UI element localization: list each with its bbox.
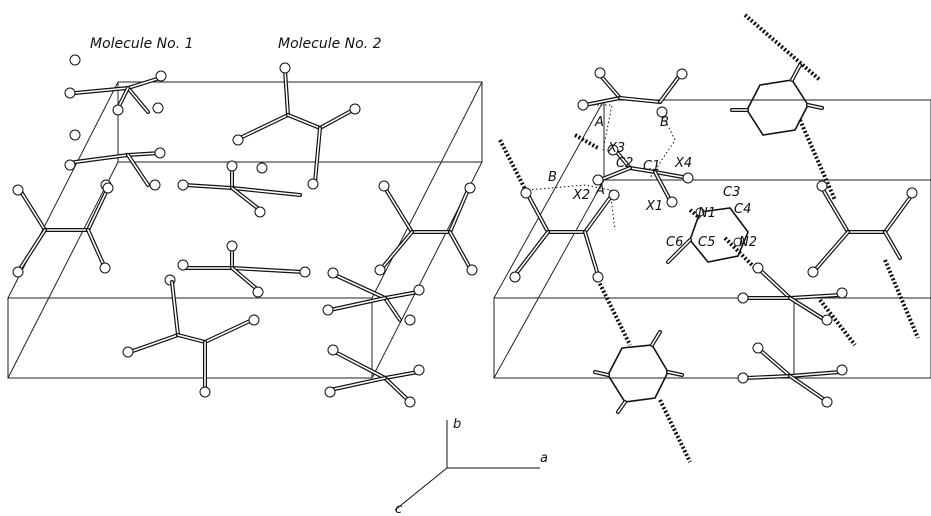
contact-a-lower [609,189,616,231]
chain-right-2 [883,259,920,339]
chain-bottom-1 [596,279,632,346]
right-ring-bottom [593,330,684,414]
left-molecule-d [232,62,361,190]
left-molecule-f [164,240,311,298]
right-molecule-r2 [737,262,848,326]
label-c6: C6 [666,235,683,250]
label-contact-b-left: B [548,170,557,185]
left-molecule-e [177,160,302,218]
label-contact-b-upper: B [660,115,669,130]
chain-center-3 [574,133,599,150]
left-molecule-i [322,267,425,326]
left-molecules [12,54,478,408]
label-c3: C3 [723,185,740,200]
central-ring [666,207,749,264]
label-n2: N2 [739,235,757,250]
left-molecule-g [122,280,260,398]
label-c1: C1 [643,159,660,174]
right-ring-top [730,63,824,136]
axis-a-label: a [540,451,548,466]
contact-labels: A A B B [548,115,669,198]
atom-labels: X3 C2 C1 X4 X2 X1 C3 C4 N1 C6 C5 N2 [572,141,757,250]
chain-right-1 [798,119,837,201]
central-molecule [592,144,694,208]
title-molecule-1: Molecule No. 1 [90,36,194,52]
axis-c-label: c [395,502,402,516]
right-molecule-top [577,67,688,118]
left-molecule-h [374,180,478,276]
label-c2: C2 [616,156,633,171]
label-n1: N1 [698,206,716,221]
label-x4: X4 [674,156,692,171]
axis-b-label: b [453,417,461,432]
title-molecule-2: Molecule No. 2 [278,36,382,52]
contact-b-left [527,184,611,191]
left-molecule-b [64,129,166,191]
label-contact-a-upper: A [594,115,604,130]
label-c5: C5 [698,235,715,250]
chain-top-right [743,13,822,82]
axis-c-line [394,467,448,511]
left-molecule-c [12,182,114,278]
axes-indicator: b a c [394,417,548,516]
label-x1: X1 [645,199,663,214]
right-molecule-r3 [737,342,848,408]
left-molecule-a [64,54,167,116]
left-unit-cell [7,81,483,379]
left-molecule-j [324,344,425,408]
label-x2: X2 [572,188,590,203]
right-molecules [498,13,920,463]
label-x3: X3 [607,141,625,156]
label-contact-a-lower: A [595,183,605,198]
chain-right-3 [818,298,857,347]
label-c4: C4 [734,202,751,217]
right-molecule-left [509,187,620,283]
right-molecule-r1 [807,180,918,278]
chain-bottom-2 [658,399,692,463]
chain-left [498,139,530,196]
